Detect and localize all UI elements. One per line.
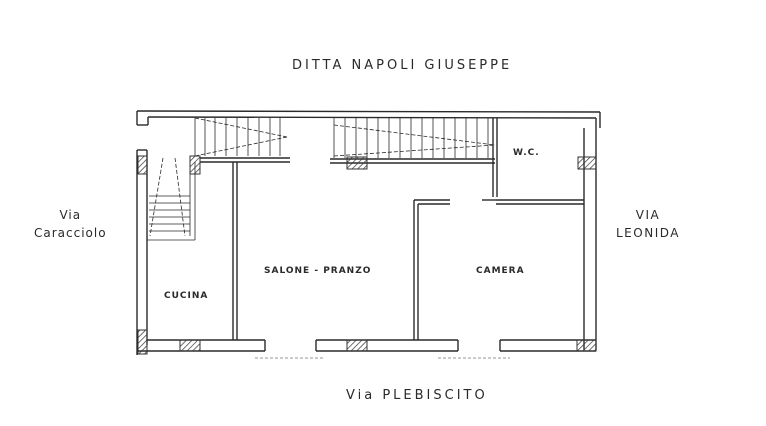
street-left-name: Caracciolo bbox=[34, 226, 107, 240]
street-left-prefix: Via bbox=[59, 208, 82, 222]
top-wall bbox=[136, 110, 601, 128]
street-label-right: VIA LEONIDA bbox=[616, 206, 680, 242]
wc-walls bbox=[492, 118, 597, 350]
bottom-wall bbox=[137, 339, 597, 359]
document-title: DITTA NAPOLI GIUSEPPE bbox=[292, 58, 513, 73]
street-right-prefix: VIA bbox=[635, 208, 661, 222]
staircase-left bbox=[147, 157, 196, 241]
partition-cucina-salone bbox=[232, 162, 238, 340]
room-label-camera: CAMERA bbox=[476, 266, 525, 276]
left-wall bbox=[136, 149, 148, 355]
staircase-top bbox=[194, 117, 496, 158]
room-label-salone-pranzo: SALONE - PRANZO bbox=[264, 266, 372, 276]
street-label-bottom: Via PLEBISCITO bbox=[346, 388, 488, 403]
street-label-left: Via Caracciolo bbox=[34, 206, 107, 242]
corridor-wall bbox=[189, 155, 495, 175]
camera-walls bbox=[413, 199, 496, 340]
room-label-cucina: CUCINA bbox=[164, 291, 209, 301]
street-right-name: LEONIDA bbox=[616, 226, 680, 240]
room-label-wc: W.C. bbox=[513, 148, 540, 158]
